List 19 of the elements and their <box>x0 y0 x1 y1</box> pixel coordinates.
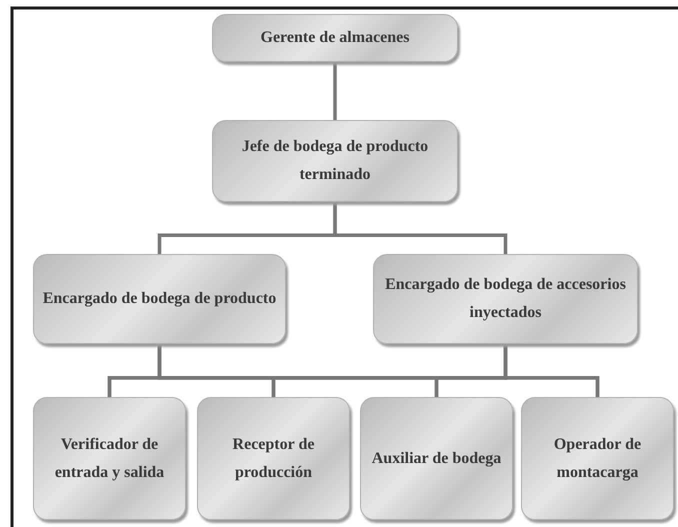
connector-line <box>333 62 337 120</box>
org-box <box>197 397 350 520</box>
role-title: Jefe de bodega de producto terminado <box>240 137 430 185</box>
org-box <box>212 14 458 62</box>
org-box <box>360 397 513 520</box>
org-box <box>521 397 674 520</box>
connector-line <box>333 202 508 254</box>
org-box <box>212 120 458 202</box>
org-box <box>33 254 286 344</box>
role-title: Gerente de almacenes <box>260 28 410 48</box>
connector-line <box>504 344 600 397</box>
role-title: Receptor de producción <box>232 434 316 482</box>
org-box <box>373 254 638 344</box>
role-title: Operador de montacarga <box>552 434 642 482</box>
org-box <box>33 397 186 520</box>
role-title: Encargado de bodega de producto <box>42 289 278 309</box>
role-title: Verificador de entrada y salida <box>54 434 166 482</box>
role-title: Encargado de bodega de accesorios inyectados <box>384 275 627 323</box>
role-title: Auxiliar de bodega <box>370 448 502 468</box>
